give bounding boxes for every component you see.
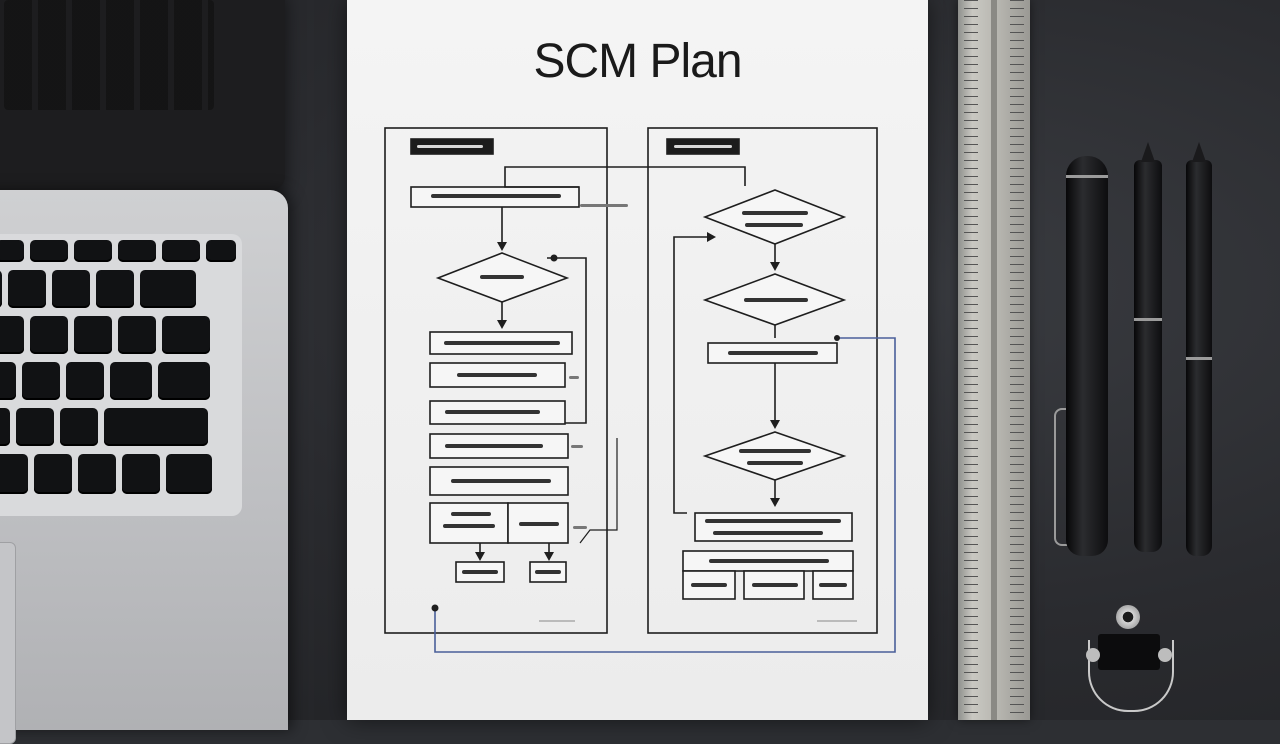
pen-icon	[1066, 156, 1108, 556]
keyboard-key	[0, 240, 24, 262]
keyboard-key	[30, 316, 68, 354]
laptop-screen-reflection	[4, 0, 214, 110]
binder-clip-wire	[1088, 640, 1174, 712]
keyboard-key	[96, 270, 134, 308]
keyboard-key	[60, 408, 98, 446]
loop-connector	[547, 257, 587, 424]
keyboard-key	[8, 270, 46, 308]
keyboard-key	[110, 362, 152, 400]
binder-clip-arm-left	[1086, 648, 1100, 662]
binder-clip-icon	[1098, 634, 1160, 670]
pen-clip	[1054, 408, 1068, 546]
steel-ruler	[958, 0, 1030, 720]
keyboard-key	[0, 362, 16, 400]
illegible-box-lettering	[431, 194, 847, 587]
pen-tip-icon	[1192, 142, 1206, 162]
keyboard-key	[0, 454, 28, 494]
keyboard-key	[74, 316, 112, 354]
keyboard-key	[206, 240, 236, 262]
pen-icon	[1134, 160, 1162, 552]
laptop-base	[0, 190, 288, 744]
arrowheads	[431, 232, 840, 612]
ruler-ticks-left	[964, 0, 978, 720]
keyboard-key	[74, 240, 112, 262]
right-decision-diamond-3	[702, 431, 847, 481]
illegible-tag-lettering	[417, 145, 732, 148]
right-decision-diamond-1	[702, 189, 847, 245]
scm-plan-sheet: SCM Plan	[347, 0, 928, 720]
keyboard-key	[158, 362, 210, 400]
left-split-box-a	[429, 502, 509, 544]
faint-footer-marks	[539, 620, 857, 622]
keyboard-key	[104, 408, 208, 446]
keyboard-key	[66, 362, 104, 400]
keyboard-key	[34, 454, 72, 494]
keyboard-key	[78, 454, 116, 494]
keyboard-key	[16, 408, 54, 446]
right-process-panel	[647, 127, 878, 634]
keyboard-key	[118, 316, 156, 354]
laptop-lid	[0, 0, 285, 190]
ruler-ticks-right	[1010, 0, 1024, 720]
keyboard-key	[122, 454, 160, 494]
keyboard-key	[0, 270, 2, 308]
keyboard-key	[162, 240, 200, 262]
left-process-panel	[384, 127, 608, 634]
pen-tip-icon	[1141, 142, 1155, 162]
keyboard-key	[30, 240, 68, 262]
cross-panel-connector	[504, 166, 746, 188]
pen-band	[1134, 318, 1162, 321]
outer-return-connector	[434, 337, 896, 653]
keyboard-key	[140, 270, 196, 308]
keyboard-key	[118, 240, 156, 262]
laptop-keyboard	[0, 234, 242, 516]
ruler-groove	[991, 0, 997, 720]
pen-band	[1186, 357, 1212, 360]
laptop-trackpad	[0, 542, 16, 744]
right-step-box-2	[694, 512, 853, 542]
right-loop-connector	[673, 236, 707, 514]
keyboard-key	[162, 316, 210, 354]
page-title: SCM Plan	[533, 35, 742, 88]
keyboard-key	[22, 362, 60, 400]
side-connector	[579, 438, 618, 544]
keyboard-key	[0, 316, 24, 354]
binder-clip-bolt	[1116, 605, 1140, 629]
keyboard-key	[52, 270, 90, 308]
binder-clip-arm-right	[1158, 648, 1172, 662]
keyboard-key	[166, 454, 212, 494]
keyboard-key	[0, 408, 10, 446]
pen-cap-ring	[1066, 175, 1108, 178]
scm-flowchart	[384, 127, 896, 653]
